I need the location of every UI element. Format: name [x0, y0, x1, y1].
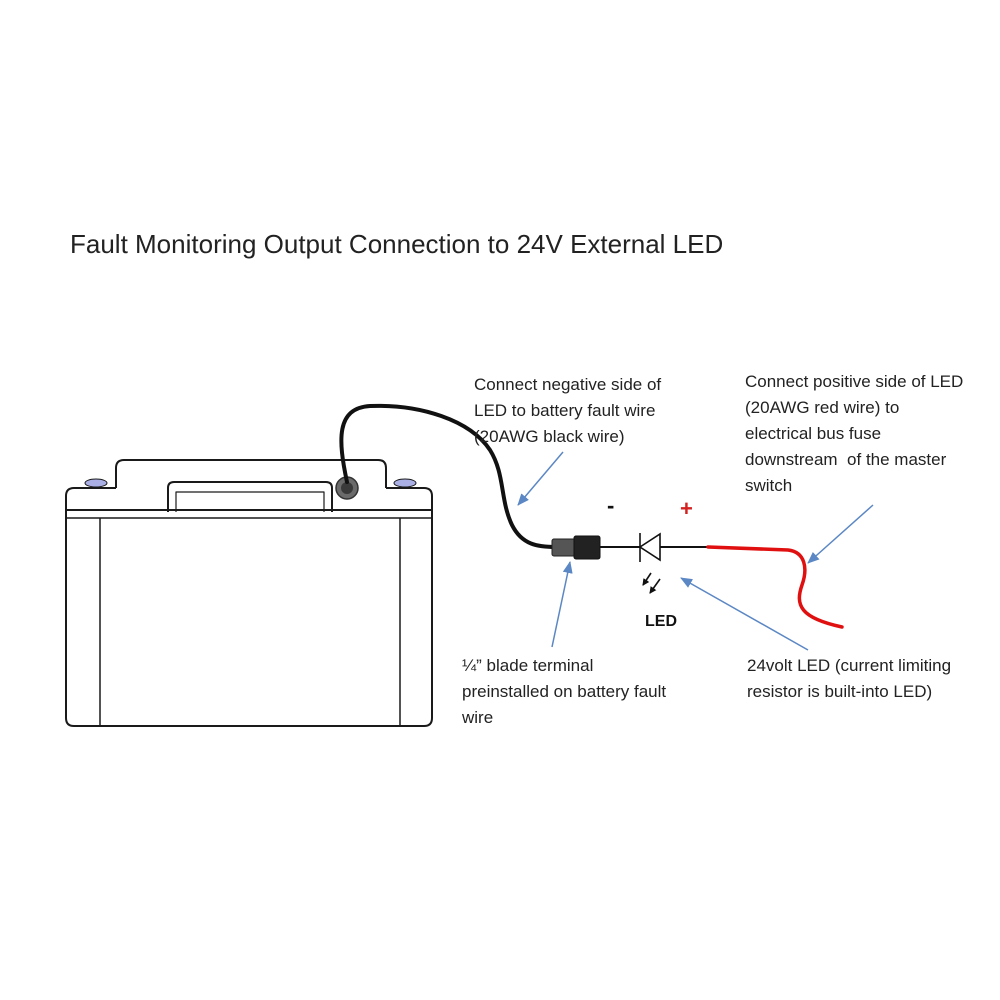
arrow-positive-callout [807, 504, 874, 564]
led-diode-symbol [638, 532, 708, 594]
negative-terminal-post [84, 478, 108, 488]
battery-handle [115, 459, 387, 488]
positive-terminal-post [393, 478, 417, 488]
callout-line: (20AWG black wire) [474, 427, 625, 446]
callout-line: 24volt LED (current limiting [747, 656, 952, 675]
positive-sign: + [680, 496, 693, 521]
led-label: LED [645, 613, 677, 630]
battery-handle-recess [167, 481, 333, 512]
black-fault-wire [339, 403, 558, 549]
callout-positive-side: Connect positive side of LED (20AWG red … [745, 369, 963, 499]
page-title: Fault Monitoring Output Connection to 24… [70, 229, 724, 259]
battery-lid [65, 487, 433, 511]
callout-line: wire [462, 708, 494, 727]
callout-line: downstream of the master [745, 450, 947, 469]
callout-negative-side: Connect negative side of LED to battery … [474, 372, 661, 450]
battery-body [65, 510, 433, 727]
callout-line: (20AWG red wire) to [745, 398, 900, 417]
arrow-led-callout [680, 577, 809, 651]
callout-line: switch [745, 476, 793, 495]
blade-terminal [551, 535, 640, 560]
arrow-negative-callout [517, 451, 564, 506]
battery [65, 459, 433, 727]
callout-line: preinstalled on battery fault [462, 682, 667, 701]
arrow-blade-terminal-callout [551, 561, 573, 648]
callout-led-note: 24volt LED (current limiting resistor is… [747, 653, 951, 705]
callout-line: ¼” blade terminal [462, 656, 594, 675]
red-positive-wire [706, 545, 844, 629]
callout-line: Connect negative side of [474, 375, 662, 394]
callout-blade-terminal: ¼” blade terminal preinstalled on batter… [462, 653, 666, 731]
callout-line: resistor is built-into LED) [747, 682, 933, 701]
callout-line: Connect positive side of LED [745, 372, 964, 391]
negative-sign: - [607, 493, 615, 518]
callout-line: LED to battery fault wire [474, 401, 656, 420]
callout-line: electrical bus fuse [745, 424, 882, 443]
